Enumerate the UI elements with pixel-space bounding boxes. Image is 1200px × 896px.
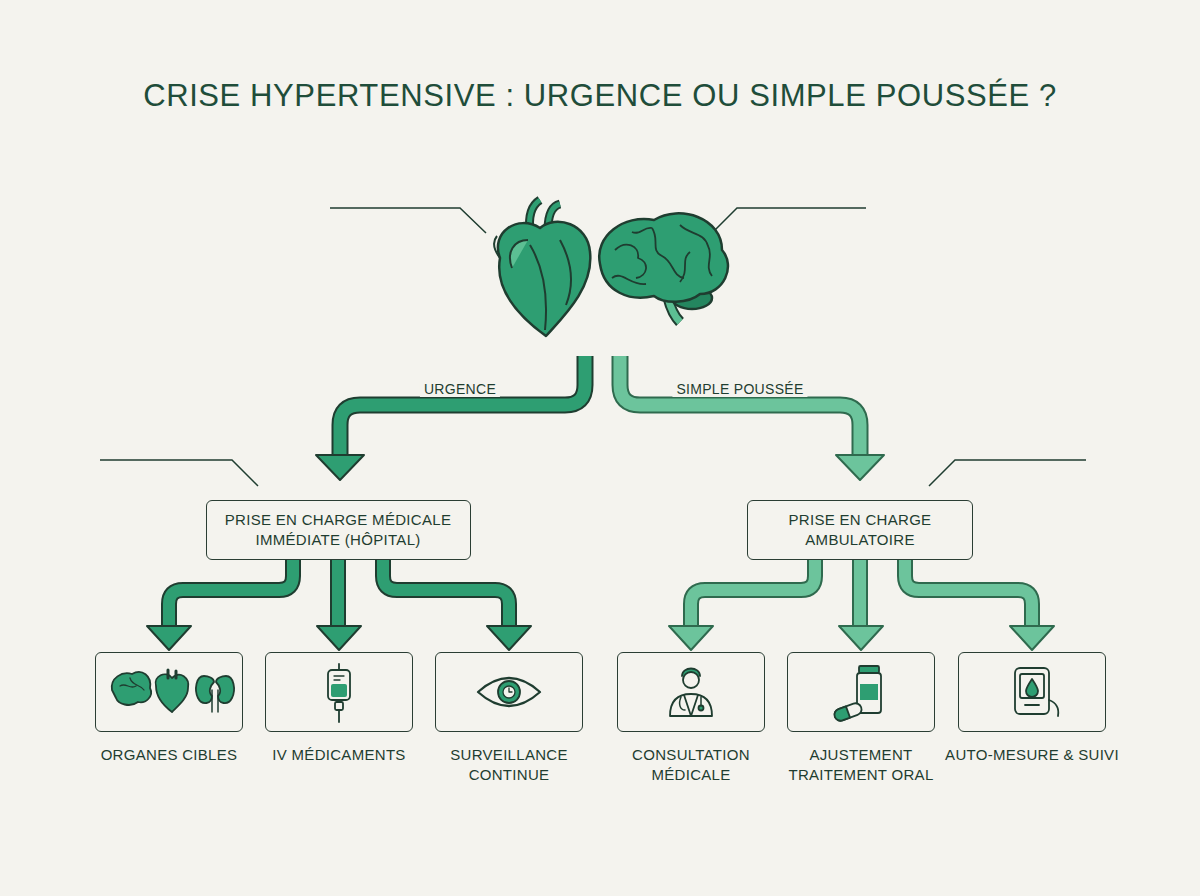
tile-caption: IV MÉDICAMENTS xyxy=(244,745,434,765)
icon-tile: CONSULTATION MÉDICALE xyxy=(617,652,765,732)
connector-fill xyxy=(332,560,344,630)
connector-fill xyxy=(905,560,1032,630)
connector-outline xyxy=(169,560,293,630)
leader-lines xyxy=(100,208,1086,486)
arrow-head xyxy=(147,626,191,650)
diagram-title: CRISE HYPERTENSIVE : URGENCE OU SIMPLE P… xyxy=(20,78,1180,114)
connector-outline xyxy=(383,560,509,630)
connector-outline xyxy=(330,560,346,630)
connector-arrow xyxy=(317,560,361,650)
arrow-head xyxy=(487,626,531,650)
eye-clock-icon xyxy=(478,678,540,706)
connector-outline xyxy=(852,560,868,630)
tile-caption: CONSULTATION MÉDICALE xyxy=(596,745,786,785)
heart-illustration xyxy=(494,200,590,336)
connector-outline xyxy=(691,560,815,630)
doctor-icon xyxy=(670,669,712,717)
connector-fill xyxy=(854,560,866,630)
tile-caption: SURVEILLANCE CONTINUE xyxy=(414,745,604,785)
icon-tile: AUTO-MESURE & SUIVI xyxy=(958,652,1106,732)
connector-arrow xyxy=(383,560,531,650)
icon-tile: ORGANES CIBLES xyxy=(95,652,243,732)
arrow-head xyxy=(669,626,713,650)
iv-bag-icon xyxy=(328,664,350,722)
connector-arrow xyxy=(669,560,815,650)
connector-arrow xyxy=(839,560,883,650)
connector-arrow xyxy=(905,560,1054,650)
process-box: PRISE EN CHARGE MÉDICALE IMMÉDIATE (HÔPI… xyxy=(206,500,471,560)
connector-fill xyxy=(691,560,815,630)
pill-bottle-icon xyxy=(833,666,881,722)
process-box: PRISE EN CHARGE AMBULATOIRE xyxy=(747,500,973,560)
tile-caption: AUTO-MESURE & SUIVI xyxy=(937,745,1127,765)
connector-outline xyxy=(905,560,1032,630)
icon-tile: SURVEILLANCE CONTINUE xyxy=(435,652,583,732)
icon-tile: IV MÉDICAMENTS xyxy=(265,652,413,732)
arrow-label: URGENCE xyxy=(420,381,500,397)
arrow-head xyxy=(839,626,883,650)
organs-icon xyxy=(112,670,234,712)
tile-caption: ORGANES CIBLES xyxy=(74,745,264,765)
connector-arrow xyxy=(147,560,293,650)
arrow-label: SIMPLE POUSSÉE xyxy=(672,381,807,397)
tile-icons xyxy=(112,664,1059,722)
connector-fill xyxy=(383,560,509,630)
tile-caption: AJUSTEMENT TRAITEMENT ORAL xyxy=(766,745,956,785)
bp-meter-icon xyxy=(1015,668,1058,716)
brain-illustration xyxy=(599,213,728,322)
connector-fill xyxy=(169,560,293,630)
main-arrows xyxy=(316,356,884,480)
arrow-head xyxy=(317,626,361,650)
icon-tile: AJUSTEMENT TRAITEMENT ORAL xyxy=(787,652,935,732)
box-text: PRISE EN CHARGE MÉDICALE IMMÉDIATE (HÔPI… xyxy=(221,510,456,550)
box-text: PRISE EN CHARGE AMBULATOIRE xyxy=(762,510,958,550)
arrow-head xyxy=(1010,626,1054,650)
